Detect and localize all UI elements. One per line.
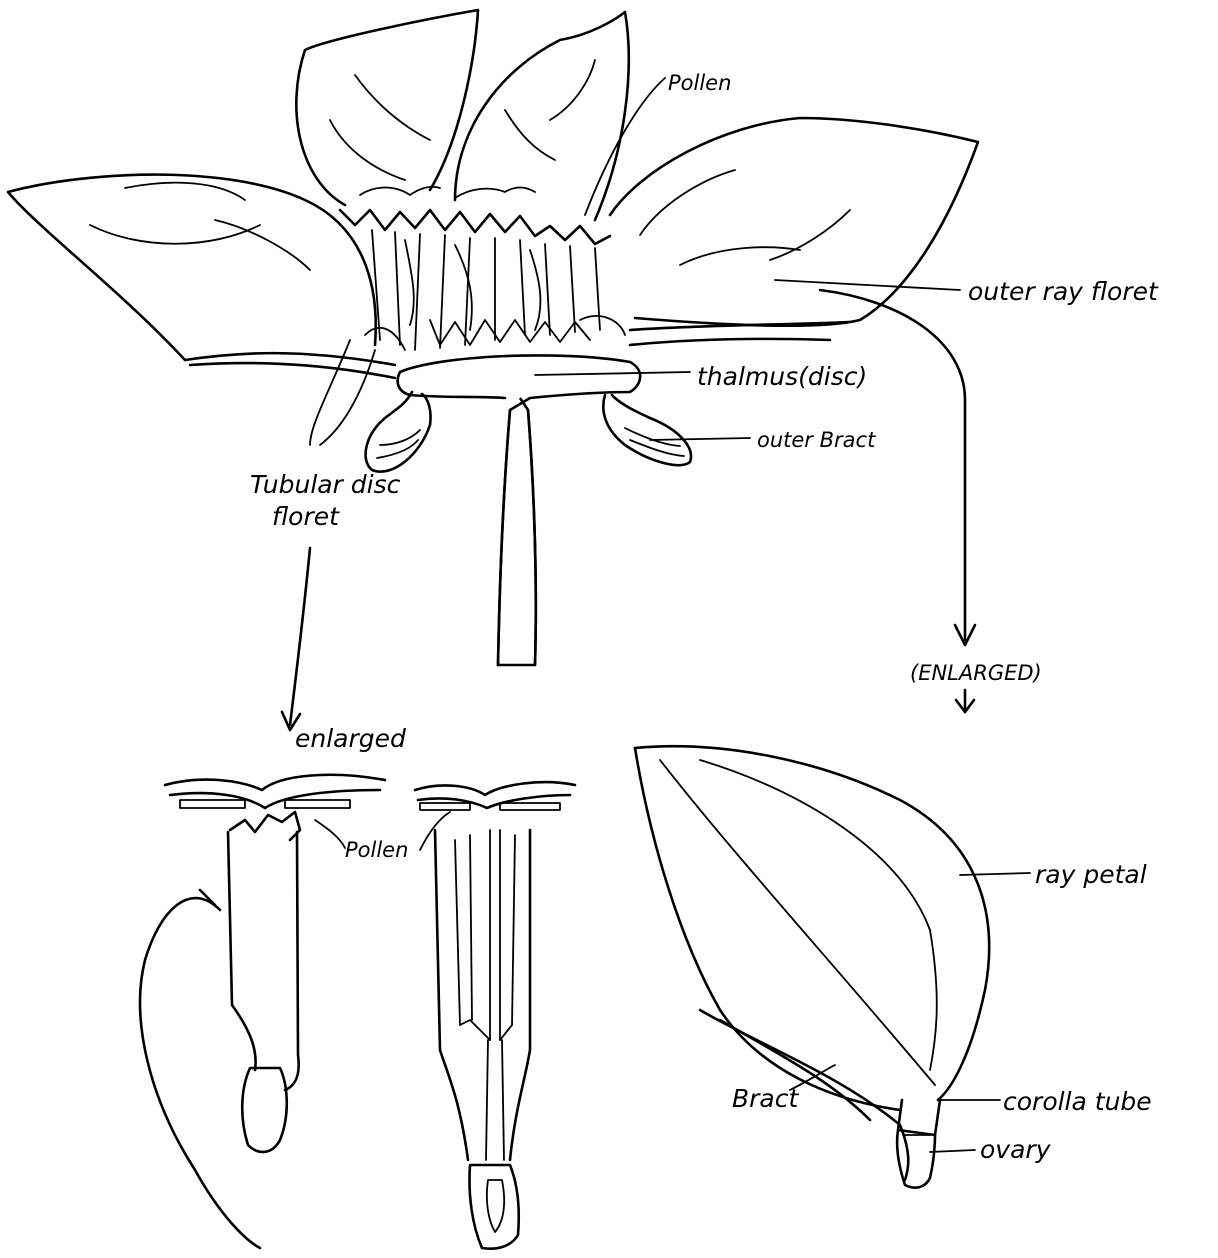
- leader-pollen-top: [585, 78, 665, 215]
- enlarge-arrow-left: [282, 548, 310, 730]
- labels: Pollen outer ray floret thalmus(disc) ou…: [250, 71, 1159, 1164]
- label-tubular-disc-line2: floret: [272, 502, 340, 531]
- label-enlarged-left: enlarged: [295, 724, 406, 753]
- right-ray-petal: [610, 118, 978, 326]
- enlarged-disc-floret-section: [415, 782, 575, 1248]
- leader-outer-bract: [650, 438, 750, 440]
- leader-ovary: [930, 1150, 975, 1152]
- label-tubular-disc-line1: Tubular disc: [250, 470, 401, 499]
- label-bract: Bract: [732, 1084, 799, 1113]
- leader-outer-ray-floret: [775, 280, 960, 290]
- label-outer-ray-floret: outer ray floret: [968, 277, 1159, 306]
- enlarge-arrow-right: [820, 290, 975, 712]
- label-pollen-bottom: Pollen: [345, 838, 408, 862]
- label-outer-bract: outer Bract: [757, 428, 876, 452]
- back-left-petal: [296, 10, 478, 205]
- label-ovary: ovary: [980, 1135, 1052, 1164]
- label-thalmus: thalmus(disc): [697, 362, 867, 391]
- label-enlarged-right: (ENLARGED): [910, 661, 1042, 685]
- leader-ray-petal: [960, 873, 1030, 875]
- leader-lines: [315, 78, 1030, 1152]
- enlarged-ray-floret: [635, 746, 989, 1187]
- leader-pollen-bottom-a: [315, 820, 345, 848]
- label-pollen-top: Pollen: [668, 71, 731, 95]
- label-corolla-tube: corolla tube: [1003, 1087, 1152, 1116]
- disc-florets: [340, 187, 625, 350]
- left-ray-petal: [8, 175, 376, 360]
- label-ray-petal: ray petal: [1035, 860, 1147, 889]
